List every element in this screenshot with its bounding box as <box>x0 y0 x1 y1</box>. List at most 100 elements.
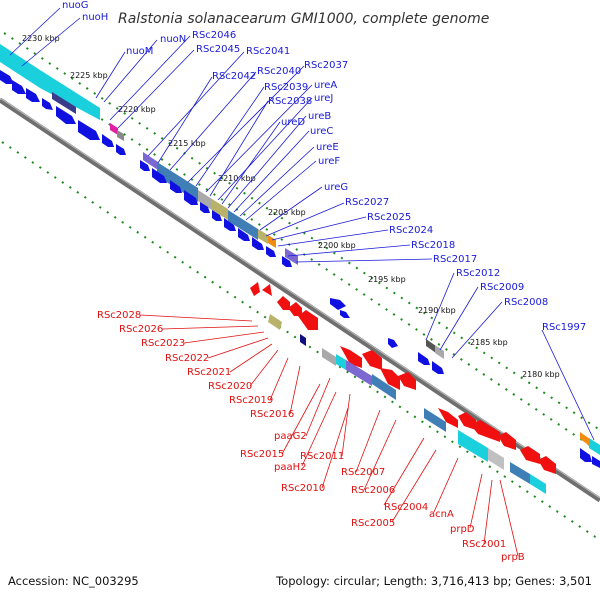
cds-block-cyan <box>530 474 546 494</box>
reverse-gene-arrow <box>520 446 540 464</box>
forward-gene-arrow <box>432 361 444 374</box>
forward-gene-arrow <box>224 218 236 231</box>
leader-line <box>499 479 519 557</box>
gene-label: RSc2006 <box>351 485 395 496</box>
gene-label: RSc2026 <box>119 324 163 335</box>
backbone-highlight <box>0 97 600 499</box>
leader-line <box>183 331 265 344</box>
forward-gene-arrow <box>56 106 76 124</box>
cds-block-steel <box>157 162 198 202</box>
cds-block-steel <box>372 374 396 400</box>
leader-line <box>259 186 323 231</box>
leader-line <box>451 301 503 359</box>
reverse-gene-arrow <box>288 302 302 316</box>
gene-label: RSc2007 <box>341 467 385 478</box>
leader-line <box>281 383 321 455</box>
leader-line <box>383 437 425 506</box>
cds-block-cyan <box>40 70 100 120</box>
leader-line <box>287 244 411 257</box>
forward-gene-arrow <box>116 144 126 155</box>
gene-label: RSc2039 <box>264 82 308 93</box>
leader-line <box>239 146 315 217</box>
leader-line <box>147 51 245 157</box>
cds-block-grey <box>117 130 124 141</box>
reverse-gene-arrow <box>298 310 318 330</box>
gene-label: RSc2023 <box>141 338 185 349</box>
leader-line <box>469 473 483 529</box>
kbp-tick-label: 2180 kbp <box>522 370 560 379</box>
leader-line <box>233 130 310 213</box>
leader-line <box>355 409 381 473</box>
cds-block-olive <box>258 229 268 244</box>
leader-line <box>265 202 345 237</box>
genome-summary-text: Topology: circular; Length: 3,716,413 bp… <box>275 574 592 588</box>
gene-label: RSc2016 <box>250 409 294 420</box>
cds-block-grey <box>488 448 504 470</box>
kbp-tick-label: 2200 kbp <box>318 241 356 250</box>
gene-label: paaG2 <box>274 431 307 442</box>
reverse-cds-band <box>268 314 546 494</box>
gene-label: RSc2046 <box>192 30 236 41</box>
gene-label: RSc2008 <box>504 297 548 308</box>
gene-label: RSc2024 <box>389 225 433 236</box>
kbp-tick-label: 2225 kbp <box>70 71 108 80</box>
kbp-tick-label: 2190 kbp <box>418 306 456 315</box>
leader-line <box>221 121 281 205</box>
forward-gene-arrow <box>266 246 276 257</box>
leader-line <box>341 393 351 457</box>
kbp-tick-label: 2230 kbp <box>22 34 60 43</box>
gene-label: nuoN <box>160 34 186 45</box>
gene-label: RSc2022 <box>165 353 209 364</box>
forward-gene-arrow <box>212 210 222 221</box>
cds-block-steel <box>228 210 258 240</box>
reverse-leader-lines <box>139 314 519 557</box>
cds-block-cyan <box>336 354 346 370</box>
kbp-tick-label: 2210 kbp <box>218 174 256 183</box>
forward-gene-arrow <box>238 228 250 241</box>
leader-line <box>269 357 289 401</box>
reverse-gene-arrow <box>470 420 500 442</box>
forward-gene-arrow <box>418 352 430 365</box>
leader-line <box>21 17 81 67</box>
leader-line <box>139 314 253 322</box>
gene-label: RSc2025 <box>367 212 411 223</box>
reverse-gene-arrow <box>362 350 382 370</box>
gene-label: nuoM <box>126 46 153 57</box>
gene-label: RSc2005 <box>351 518 395 529</box>
gene-label: RSc2042 <box>212 71 256 82</box>
forward-genes <box>0 70 600 468</box>
forward-gene-arrow <box>340 310 350 318</box>
gene-label: ureC <box>310 126 333 137</box>
cds-block-steel <box>424 408 446 432</box>
cds-block-grey <box>435 345 444 359</box>
kbp-tick-label: 2220 kbp <box>118 105 156 114</box>
gene-label: RSc2027 <box>345 197 389 208</box>
forward-gene-arrow <box>330 298 346 310</box>
leader-line <box>277 229 389 247</box>
leader-line <box>227 115 307 209</box>
leader-line <box>425 272 455 341</box>
gene-label: RSc2010 <box>281 483 325 494</box>
forward-gene-labels: nuoG nuoH nuoM nuoN RSc2046 RSc2045 RSc2… <box>62 0 586 333</box>
leader-line <box>207 337 269 359</box>
cds-block-purple <box>285 248 298 265</box>
gene-label: RSc2004 <box>384 502 428 513</box>
reverse-genes <box>250 282 556 474</box>
gene-label: RSc2009 <box>480 282 524 293</box>
reverse-gene-arrow <box>398 372 416 390</box>
forward-gene-arrow <box>252 237 264 250</box>
leader-line <box>195 86 265 187</box>
gene-label: RSc2001 <box>462 539 506 550</box>
forward-gene-arrow <box>42 98 53 110</box>
reverse-gene-labels: RSc2028 RSc2026 RSc2023 RSc2022 RSc2021 … <box>97 310 525 563</box>
reverse-gene-arrow <box>538 456 556 474</box>
leader-line <box>209 100 269 197</box>
forward-gene-arrow <box>592 456 600 468</box>
kbp-tick-label: 2205 kbp <box>268 208 306 217</box>
leader-line <box>109 35 191 121</box>
cds-block-purple <box>346 360 372 386</box>
gene-label: paaH2 <box>274 462 307 473</box>
cds-block-orange <box>268 235 276 248</box>
leader-line <box>169 71 257 171</box>
